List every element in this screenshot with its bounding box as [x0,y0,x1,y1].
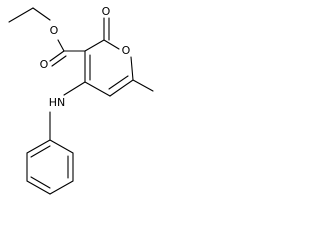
pyranone-ring [84,17,154,97]
atom-o-ester-carbonyl: O [40,58,49,71]
bond-c4-n [63,81,86,96]
atom-o-ring-carbonyl: O [102,5,111,18]
bond-ph-6-inner [30,145,51,158]
bond-ph-6 [26,139,51,154]
bond-c3-c2 [84,39,105,52]
bond-c5-c4 [84,81,111,97]
bond-o-carbonyl-c [57,39,65,52]
phenyl-ring [26,139,74,195]
atom-o-ring: O [122,44,131,57]
bond-c6-methyl [132,79,154,92]
atom-nh: HN [49,96,66,109]
anilino-group [49,81,86,141]
structure-canvas: O O O O HN [0,0,157,222]
bond-ph-3 [49,180,74,195]
bond-c-o-double-b [51,55,67,67]
molecule-drawing: O O O O HN [8,5,154,195]
bond-ph-1 [49,139,74,154]
bond-o1-c6 [130,56,134,81]
bond-c-o-double-a [49,50,65,62]
bond-ph-4 [26,180,51,195]
atom-o-ester-ether: O [50,24,59,37]
bond-ch3-ch2 [8,7,34,23]
bond-c2-o1 [103,39,120,50]
ester-group [49,39,86,67]
bond-ph-4-inner [30,176,51,189]
bond-c6-c5-inner [108,75,129,90]
bond-ch2-o [32,7,51,21]
bond-c6-c5 [109,79,134,97]
ethyl-group [8,7,51,23]
